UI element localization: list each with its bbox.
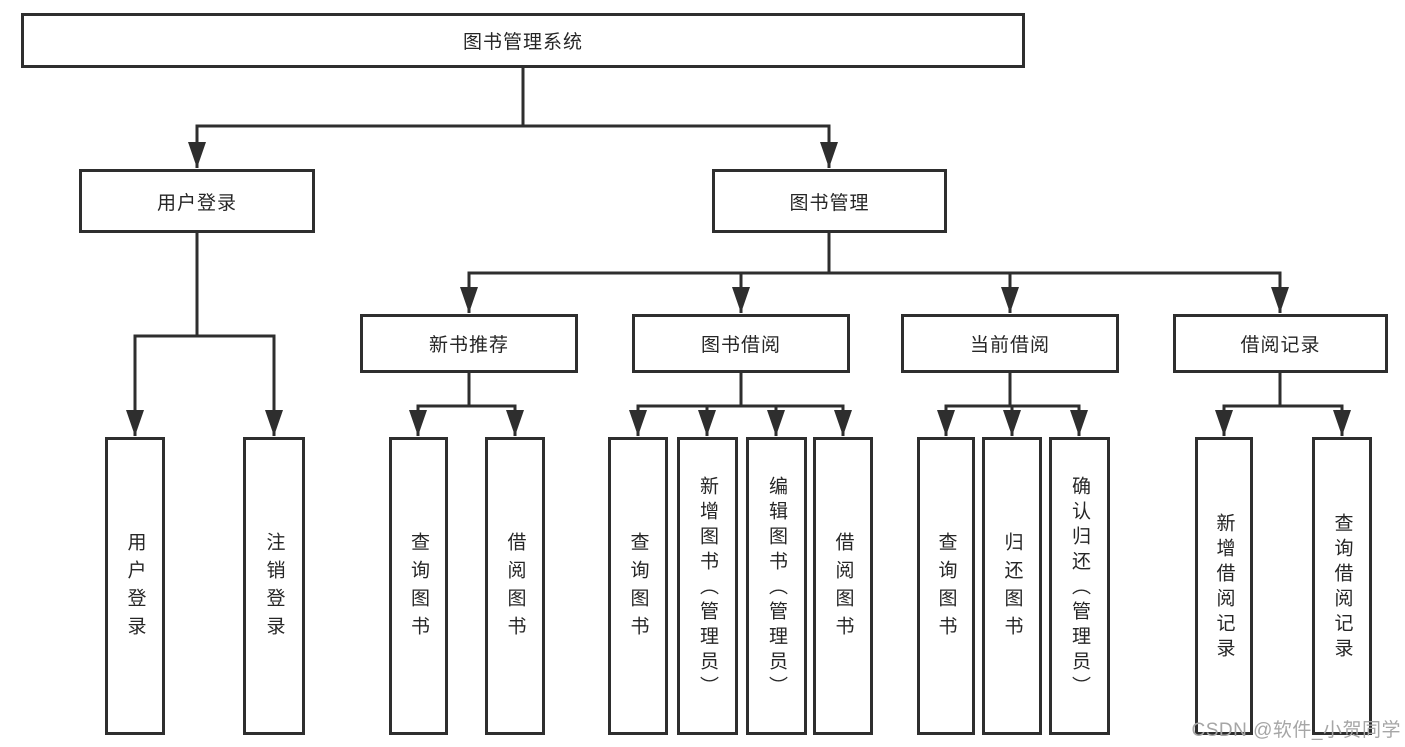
node-label: 归还图书: [1001, 532, 1023, 644]
node-label: 查询图书: [935, 532, 957, 644]
node-label: 图书管理: [789, 192, 870, 214]
node-book-borrow: 图书借阅: [632, 314, 850, 373]
leaf-logout: 注销登录: [243, 437, 305, 735]
node-user-login: 用户登录: [79, 169, 315, 233]
node-label: 新增借阅记录: [1213, 513, 1235, 663]
node-label: 借阅记录: [1240, 335, 1321, 356]
node-borrow-records: 借阅记录: [1173, 314, 1388, 373]
node-label: 新增图书（管理员）: [697, 475, 718, 701]
node-new-book-recommend: 新书推荐: [360, 314, 578, 373]
node-label: 图书管理系统: [462, 32, 583, 53]
node-book-management: 图书管理: [712, 169, 947, 233]
csdn-watermark: CSDN @软件_小贺同学: [1191, 720, 1401, 741]
leaf-query-books-borrow: 查询图书: [608, 437, 668, 735]
node-label: 确认归还（管理员）: [1069, 475, 1090, 701]
leaf-user-login: 用户登录: [105, 437, 165, 735]
node-label: 查询图书: [627, 532, 649, 644]
leaf-query-books-current: 查询图书: [917, 437, 975, 735]
node-label: 编辑图书（管理员）: [766, 475, 787, 701]
leaf-add-borrow-record: 新增借阅记录: [1195, 437, 1253, 735]
leaf-query-books-recommend: 查询图书: [389, 437, 448, 735]
leaf-borrow-books-recommend: 借阅图书: [485, 437, 545, 735]
node-label: 新书推荐: [428, 335, 509, 356]
node-label: 查询图书: [408, 532, 429, 644]
node-label: 借阅图书: [504, 532, 526, 644]
leaf-edit-books-admin: 编辑图书（管理员）: [746, 437, 807, 735]
node-label: 用户登录: [156, 192, 237, 214]
node-label: 查询借阅记录: [1331, 513, 1353, 663]
leaf-confirm-return-admin: 确认归还（管理员）: [1049, 437, 1110, 735]
node-label: 图书借阅: [700, 335, 781, 356]
node-current-borrow: 当前借阅: [901, 314, 1119, 373]
leaf-return-books: 归还图书: [982, 437, 1042, 735]
node-label: 注销登录: [263, 532, 285, 644]
node-label: 借阅图书: [832, 532, 854, 644]
node-label: 用户登录: [124, 532, 146, 644]
leaf-query-borrow-record: 查询借阅记录: [1312, 437, 1372, 735]
leaf-add-books-admin: 新增图书（管理员）: [677, 437, 738, 735]
node-label: 当前借阅: [969, 335, 1050, 356]
leaf-borrow-books: 借阅图书: [813, 437, 873, 735]
node-library-management-system: 图书管理系统: [21, 13, 1025, 68]
